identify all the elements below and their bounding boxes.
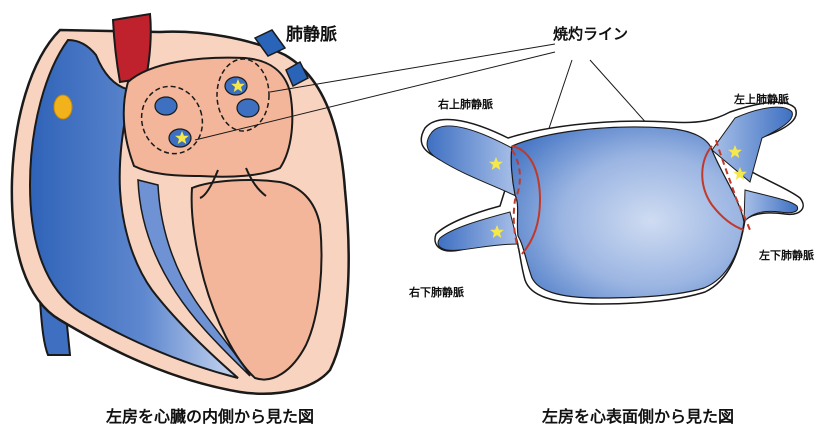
vein-orifice <box>237 99 259 117</box>
atrium-body <box>511 127 744 298</box>
vein-orifice <box>155 97 177 115</box>
label-rspv: 右上肺静脈 <box>437 97 493 111</box>
label-pulmonary-veins: 肺静脈 <box>286 24 337 45</box>
heart-cross-section <box>12 14 349 394</box>
label-ripv: 右下肺静脈 <box>408 285 464 299</box>
caption-inside-view: 左房を心臓の内側から見た図 <box>105 407 314 426</box>
label-lipv: 左下肺静脈 <box>758 248 814 262</box>
label-ablation-line: 焼灼ライン <box>553 25 628 43</box>
label-lspv: 左上肺静脈 <box>733 92 789 106</box>
left-atrium <box>124 58 293 177</box>
left-atrium-surface <box>421 102 803 304</box>
sinus-node <box>54 95 72 119</box>
caption-surface-view: 左房を心表面側から見た図 <box>541 407 734 426</box>
